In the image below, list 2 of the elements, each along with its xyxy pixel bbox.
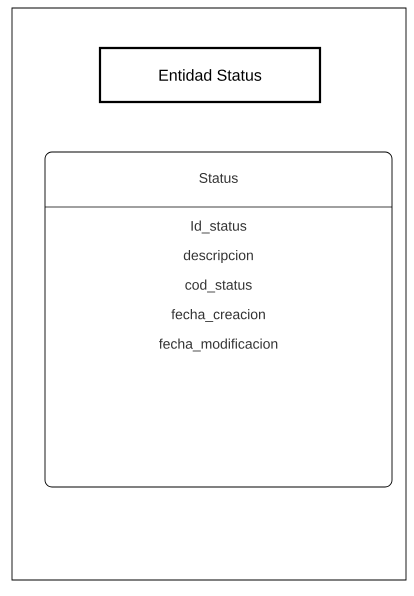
- entity-table: Status Id_status descripcion cod_status fecha_creacion fecha_modificacion: [44, 152, 392, 488]
- title-box: Entidad Status: [98, 46, 322, 104]
